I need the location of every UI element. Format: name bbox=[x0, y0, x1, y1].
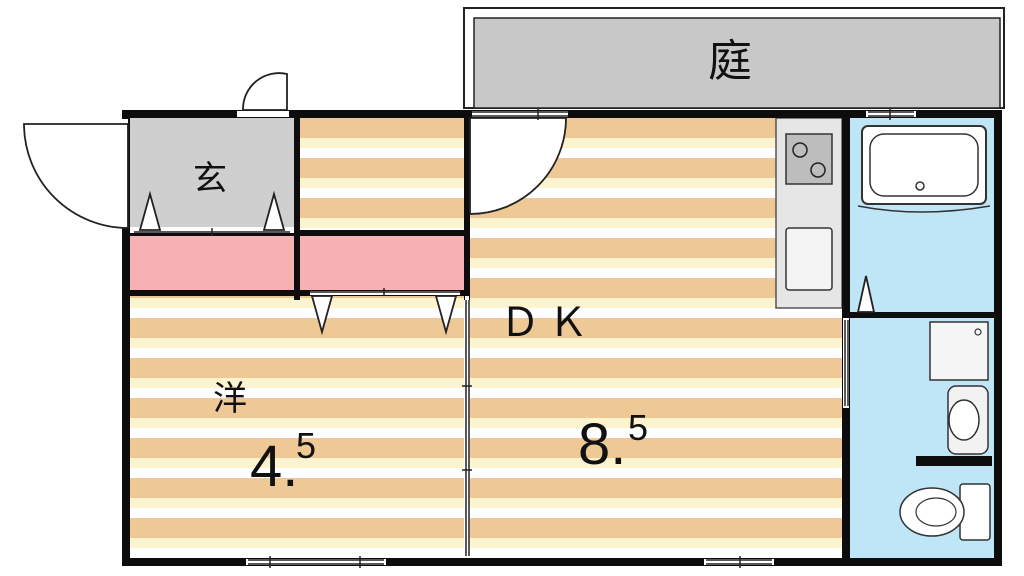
closet-door-icon bbox=[262, 190, 286, 231]
entrance-label: 玄 bbox=[193, 159, 227, 199]
dk-door-swing-icon bbox=[469, 117, 567, 215]
garden-label: 庭 bbox=[708, 36, 752, 87]
western-room-floor bbox=[130, 296, 464, 558]
burner-icon bbox=[792, 142, 808, 158]
dk-label: ＤＫ bbox=[500, 300, 596, 346]
small-door-swing-icon bbox=[242, 72, 288, 111]
dk-area-integer: 8. bbox=[578, 412, 626, 477]
closet-door-icon bbox=[434, 295, 458, 336]
washbasin bbox=[929, 321, 989, 455]
hall-floor bbox=[300, 118, 464, 230]
windows bbox=[134, 108, 914, 568]
burner-icon bbox=[810, 162, 826, 178]
closet-left bbox=[130, 236, 294, 290]
garden: 庭 bbox=[463, 7, 1005, 109]
western-room-area-integer: 4. bbox=[250, 434, 298, 499]
entrance bbox=[130, 118, 294, 230]
dk-area-fraction: 5 bbox=[628, 407, 648, 448]
sink bbox=[785, 227, 833, 291]
bathtub bbox=[857, 125, 991, 213]
doors bbox=[23, 72, 876, 336]
bath-door-icon bbox=[856, 275, 876, 313]
kitchen-counter bbox=[775, 117, 843, 309]
western-room-label: 洋 bbox=[213, 379, 247, 419]
entrance-door-swing-icon bbox=[23, 123, 129, 229]
closet-door-icon bbox=[310, 295, 334, 336]
western-room-area-fraction: 5 bbox=[296, 425, 316, 466]
closet-door-icon bbox=[138, 190, 162, 231]
stove-top bbox=[785, 133, 833, 185]
toilet bbox=[899, 456, 992, 541]
closet-right bbox=[300, 236, 464, 290]
